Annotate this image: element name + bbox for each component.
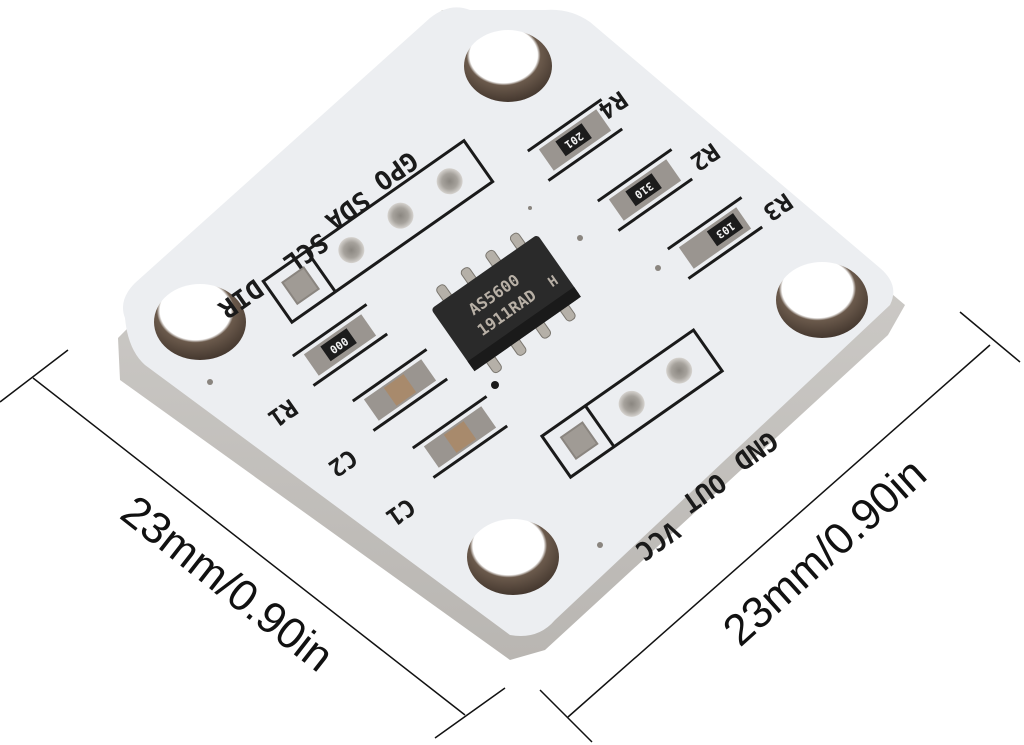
header-bottom — [539, 327, 725, 480]
resistor-r2: 310 — [596, 148, 694, 232]
dimension-right — [539, 311, 1021, 743]
capacitor-c2 — [351, 348, 449, 432]
mounting-hole-right — [776, 262, 868, 338]
capacitor-c1 — [411, 395, 509, 479]
header-top — [261, 138, 495, 325]
dimension-right-label: 23mm/0.90in — [714, 449, 936, 656]
resistor-r3: 103 — [666, 196, 764, 280]
as5600-chip: AS5600 1911RAD H — [432, 232, 581, 374]
mounting-hole-left — [154, 284, 246, 360]
mounting-hole-bottom — [467, 519, 559, 595]
dimension-left — [0, 349, 506, 739]
test-points — [207, 206, 661, 548]
resistor-r1: 000 — [291, 303, 389, 387]
mounting-hole-top — [464, 30, 552, 102]
resistor-r4: 201 — [526, 98, 624, 182]
dimension-left-label: 23mm/0.90in — [112, 486, 343, 681]
mounting-holes — [154, 30, 868, 595]
